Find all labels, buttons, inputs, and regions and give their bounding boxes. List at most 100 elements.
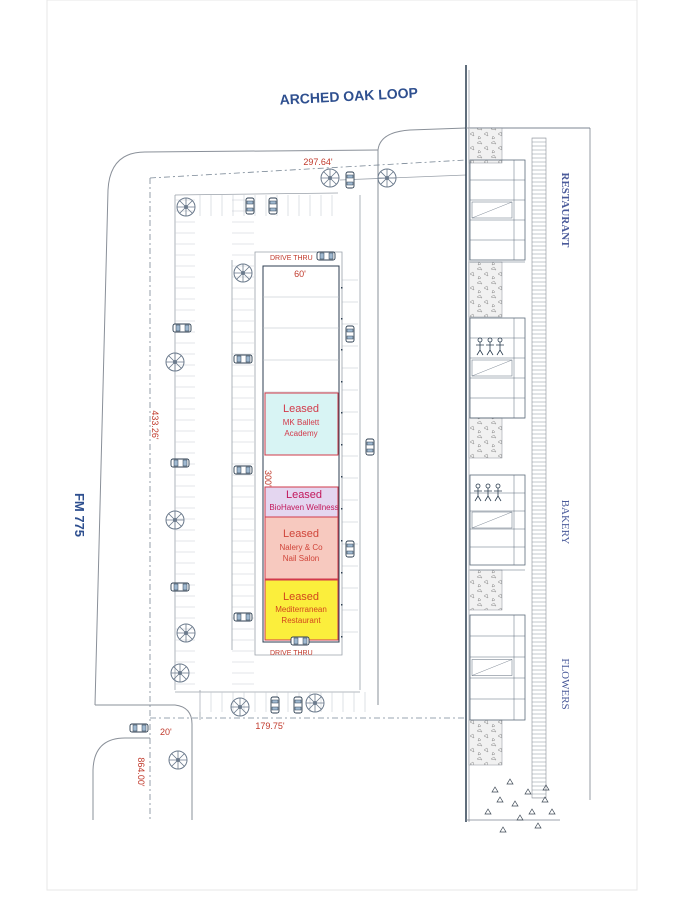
car-icon [170, 458, 190, 468]
building-marker [341, 540, 343, 542]
storefront-label-flowers: FLOWERS [559, 658, 571, 709]
suite-status: Leased [283, 403, 319, 415]
suite-mk-ballett[interactable]: Leased MK Ballett Academy [264, 392, 339, 456]
car-icon [233, 465, 253, 475]
car-icon [316, 251, 336, 261]
tree-icon [230, 697, 250, 717]
tree-icon [168, 750, 188, 770]
dimension-left-depth: 433.26' [150, 410, 160, 440]
building-marker [341, 381, 343, 383]
storefront-label-restaurant: RESTAURANT [559, 173, 571, 249]
suite-status: Leased [283, 591, 319, 603]
drive-thru-label-bottom: DRIVE THRU [270, 650, 313, 657]
shrub-icon [541, 796, 549, 803]
suite-box [264, 392, 339, 456]
shrub-icon [499, 826, 507, 833]
shrub-icon [484, 808, 492, 815]
dimension-setback: 20' [160, 727, 172, 737]
dimension-bottom-frontage: 179.75' [255, 721, 285, 731]
suite-tenant-line2: Academy [284, 429, 317, 438]
parking-lot-outline [174, 174, 467, 720]
parking-stalls [175, 195, 366, 712]
suite-status: Leased [286, 489, 322, 501]
car-icon [345, 540, 355, 558]
shrub-icon [534, 822, 542, 829]
suite-tenant-line2: Restaurant [281, 616, 321, 625]
building-marker [341, 508, 343, 510]
suite-tenant-line1: Nalery & Co [279, 543, 323, 552]
shrub-icon [528, 808, 536, 815]
suite-tenant-line2: Nail Salon [283, 554, 319, 563]
car-icon [129, 723, 149, 733]
building-marker [341, 318, 343, 320]
tree-icon [176, 197, 196, 217]
neighbor-retail-strip [465, 65, 591, 822]
car-icon [290, 636, 310, 646]
suite-biohaven-wellness[interactable]: Leased BioHaven Wellness [264, 486, 339, 518]
tree-icon [170, 663, 190, 683]
shrub-icon [516, 814, 524, 821]
building-length-dimension: 300' [263, 470, 273, 487]
tree-icon [320, 168, 340, 188]
property-line [149, 159, 467, 820]
suite-tenant-line1: MK Ballett [283, 418, 320, 427]
planter-pad [468, 127, 503, 164]
building-width-dimension: 60' [294, 269, 306, 279]
storefront-window-bank [469, 474, 526, 566]
shrub-icon [524, 788, 532, 795]
curb-lines [92, 127, 467, 820]
planter-pad [468, 261, 503, 318]
shrub-icon [506, 778, 514, 785]
car-icon [233, 354, 253, 364]
central-island [231, 251, 343, 656]
storefront-window-bank [469, 317, 526, 419]
car-icon [345, 325, 355, 343]
tree-icon [165, 510, 185, 530]
shrub-cluster [484, 778, 556, 833]
car-icon [245, 197, 255, 215]
building-marker [341, 476, 343, 478]
tree-icon [305, 693, 325, 713]
building-marker [341, 349, 343, 351]
car-icon [293, 696, 303, 714]
storefront-window-bank [469, 159, 526, 261]
building-marker [341, 572, 343, 574]
road-label-fm-775: FM 775 [72, 493, 87, 537]
planter-pad [468, 417, 503, 459]
tree-icon [377, 168, 397, 188]
suite-box [264, 579, 339, 641]
suite-box [264, 486, 339, 518]
storefront-window-bank [469, 614, 526, 721]
car-icon [345, 171, 355, 189]
page-border [46, 0, 638, 891]
suite-nalery-co[interactable]: Leased Nalery & Co Nail Salon [264, 516, 339, 580]
car-icon [270, 696, 280, 714]
suite-tenant-line1: Mediterranean [275, 605, 327, 614]
drive-thru-label-top: DRIVE THRU [270, 255, 313, 262]
suite-tenant-line1: BioHaven Wellness [269, 503, 338, 512]
tree-icon [233, 263, 253, 283]
storefront-label-bakery: BAKERY [559, 500, 571, 545]
shrub-icon [548, 808, 556, 815]
suite-status: Leased [283, 528, 319, 540]
dimension-top-frontage: 297.64' [303, 157, 333, 167]
road-label-arched-oak-loop: ARCHED OAK LOOP [279, 84, 418, 107]
shrub-icon [491, 786, 499, 793]
suite-box [264, 516, 339, 580]
tree-icon [176, 623, 196, 643]
building-marker [341, 412, 343, 414]
shrub-icon [542, 784, 550, 791]
suite-mediterranean-restaurant[interactable]: Leased Mediterranean Restaurant [264, 579, 339, 641]
car-icon [365, 438, 375, 456]
building-markers [341, 287, 343, 638]
building-marker [341, 287, 343, 289]
car-icon [268, 197, 278, 215]
car-icon [172, 323, 192, 333]
building-marker [341, 604, 343, 606]
car-icon [233, 612, 253, 622]
planter-pad [468, 719, 503, 766]
car-icon [170, 582, 190, 592]
dimension-lower-left: 864.00' [136, 757, 146, 787]
pedestrian-figures [474, 337, 504, 502]
